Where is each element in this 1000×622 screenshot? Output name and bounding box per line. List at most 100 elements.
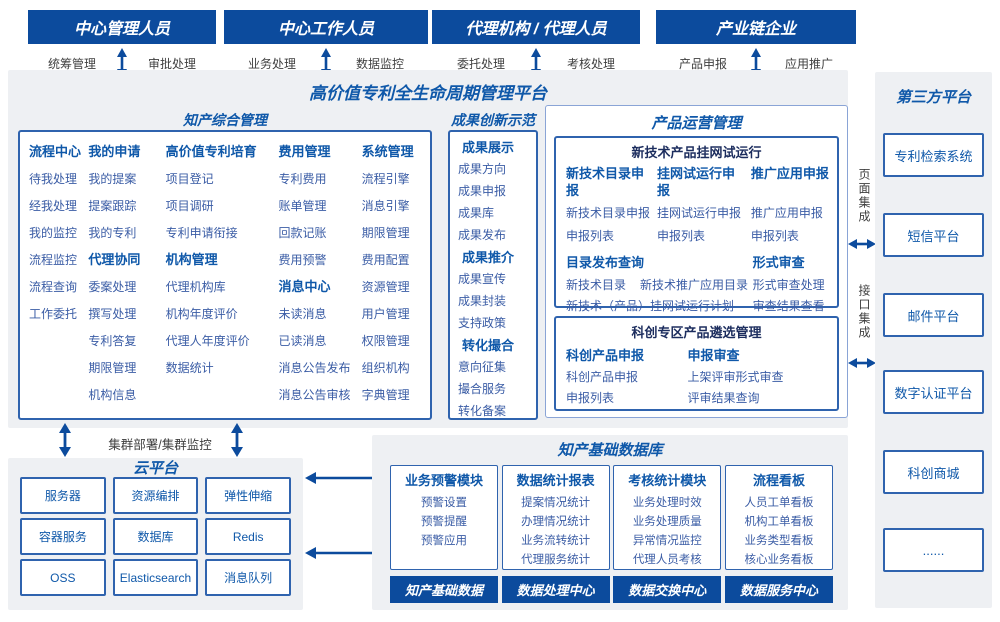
section-title-db: 知产基础数据库 xyxy=(557,442,663,459)
subbox-online-trial: 新技术产品挂网试运行 新技术目录申报新技术目录申报申报列表挂网试运行申报挂网试运… xyxy=(554,136,839,313)
product-group: 新技术目录申报新技术目录申报申报列表 xyxy=(566,165,657,245)
module-column: 高价值专利培育项目登记项目调研专利申请衔接机构管理代理机构库机构年度评价代理人年… xyxy=(166,143,279,418)
module-item: 消息公告审核 xyxy=(278,388,351,402)
horizontal-double-arrow-icon xyxy=(848,358,876,368)
module-column: 系统管理流程引擎消息引擎期限管理费用配置资源管理用户管理权限管理组织机构字典管理 xyxy=(362,143,421,418)
db-column-item: 核心业务看板 xyxy=(744,554,814,566)
cluster-label: 集群部署/集群监控 xyxy=(108,438,212,452)
module-item: 数据统计 xyxy=(165,361,214,375)
third-party-box: 短信平台 xyxy=(883,213,984,257)
vertical-double-arrow-icon xyxy=(231,423,243,457)
third-party-box: 邮件平台 xyxy=(883,293,984,337)
product-group: 申报审查上架评审形式审查评审结果查询 xyxy=(688,347,837,407)
module-item: 成果宣传 xyxy=(458,272,507,286)
db-panel: 知产基础数据库 业务预警模块预警设置预警提醒预警应用数据统计报表提案情况统计办理… xyxy=(372,435,848,610)
actor-role-label: 统筹管理 xyxy=(47,56,96,71)
db-column-header: 流程看板 xyxy=(752,473,805,488)
product-group: 推广应用申报推广应用申报申报列表 xyxy=(751,165,837,245)
integration-page-label: 页面集成 xyxy=(857,168,871,224)
group-item: 科创产品申报 xyxy=(566,370,639,384)
module-item: 工作委托 xyxy=(29,307,78,321)
module-item: 我的监控 xyxy=(29,226,78,240)
module-header: 费用管理 xyxy=(278,144,331,159)
module-item: 撮合服务 xyxy=(458,382,507,396)
product-group: 挂网试运行申报挂网试运行申报申报列表 xyxy=(657,165,751,245)
module-item: 期限管理 xyxy=(361,226,410,240)
module-header: 系统管理 xyxy=(361,144,414,159)
db-column-item: 机构工单看板 xyxy=(744,516,814,528)
platform-title: 高价值专利全生命周期管理平台 xyxy=(309,84,547,103)
module-header: 成果推介 xyxy=(462,250,515,265)
product-group: 科创产品申报科创产品申报申报列表 xyxy=(566,347,688,407)
cloud-box: OSS xyxy=(20,559,106,596)
actor-role-label: 产品申报 xyxy=(678,56,727,71)
achievement-box: 成果展示成果方向成果申报成果库成果发布成果推介成果宣传成果封装支持政策转化撮合意… xyxy=(448,130,538,420)
cloud-box: 弹性伸缩 xyxy=(205,477,291,514)
module-item: 我的提案 xyxy=(88,172,137,186)
module-item: 用户管理 xyxy=(361,307,410,321)
module-item: 已读消息 xyxy=(278,334,327,348)
module-item: 资源管理 xyxy=(361,280,410,294)
module-header: 成果展示 xyxy=(462,140,515,155)
module-item: 账单管理 xyxy=(278,199,327,213)
db-column-item: 提案情况统计 xyxy=(521,497,591,509)
db-column: 考核统计模块业务处理时效业务处理质量异常情况监控代理人员考核 xyxy=(613,465,722,570)
module-header: 流程中心 xyxy=(29,144,82,159)
module-header: 消息中心 xyxy=(278,279,331,294)
db-column-item: 业务处理时效 xyxy=(632,497,702,509)
module-item: 成果库 xyxy=(458,206,495,220)
actor-role-label: 委托处理 xyxy=(456,56,505,71)
group-header: 挂网试运行申报 xyxy=(656,166,735,198)
module-column: 费用管理专利费用账单管理回款记账费用预警消息中心未读消息已读消息消息公告发布消息… xyxy=(278,143,361,418)
integration-api-label: 接口集成 xyxy=(857,284,871,340)
module-item: 成果封装 xyxy=(458,294,507,308)
group-catalog-query: 目录发布查询 新技术目录 新技术推广应用目录 新技术（产品）挂网试运行计划 xyxy=(566,254,753,315)
db-column-item: 预警提醒 xyxy=(421,516,467,528)
module-item: 机构信息 xyxy=(88,388,137,402)
group-item: 申报列表 xyxy=(566,391,615,405)
subbox-title: 科创专区产品遴选管理 xyxy=(631,325,762,340)
group-item: 推广应用申报 xyxy=(750,206,823,220)
group-item: 形式审查处理 xyxy=(752,278,825,292)
db-column-item: 业务类型看板 xyxy=(744,535,814,547)
group-item: 评审结果查询 xyxy=(687,391,760,405)
db-column-item: 异常情况监控 xyxy=(632,535,702,547)
group-formal-review: 形式审查 形式审查处理 审查结果查看 xyxy=(753,254,837,315)
db-column-header: 考核统计模块 xyxy=(628,473,707,488)
module-header: 机构管理 xyxy=(165,252,218,267)
db-column: 业务预警模块预警设置预警提醒预警应用 xyxy=(390,465,498,570)
group-header: 推广应用申报 xyxy=(750,166,829,181)
ip-mgmt-box: 流程中心待我处理经我处理我的监控流程监控流程查询工作委托我的申请我的提案提案跟踪… xyxy=(18,130,432,420)
cloud-box: 容器服务 xyxy=(20,518,106,555)
group-header: 科创产品申报 xyxy=(566,348,645,363)
vertical-double-arrow-icon xyxy=(59,423,71,457)
db-column-header: 数据统计报表 xyxy=(516,473,595,488)
cloud-box: Redis xyxy=(205,518,291,555)
db-column-item: 代理服务统计 xyxy=(521,554,591,566)
db-column: 数据统计报表提案情况统计办理情况统计业务流转统计代理服务统计 xyxy=(501,465,610,570)
group-item: 申报列表 xyxy=(750,229,799,243)
cloud-box: 资源编排 xyxy=(112,477,199,514)
actor-role-label: 审批处理 xyxy=(147,56,196,71)
module-item: 费用配置 xyxy=(361,253,410,267)
db-column: 流程看板人员工单看板机构工单看板业务类型看板核心业务看板 xyxy=(724,465,833,570)
module-header: 代理协同 xyxy=(88,252,141,267)
actor-role-label: 数据监控 xyxy=(355,56,404,71)
actor-group-agencies: 代理机构 / 代理人员 委托处理 考核处理 xyxy=(432,10,640,78)
actor-header: 中心管理人员 xyxy=(28,10,216,44)
module-item: 组织机构 xyxy=(361,361,410,375)
third-party-box: 科创商城 xyxy=(883,450,984,494)
db-column-item: 预警设置 xyxy=(421,497,467,509)
cloud-box: 消息队列 xyxy=(205,559,291,596)
db-column-item: 预警应用 xyxy=(421,535,467,547)
group-item: 申报列表 xyxy=(656,229,705,243)
module-item: 流程查询 xyxy=(29,280,78,294)
module-item: 成果方向 xyxy=(458,162,507,176)
module-item: 机构年度评价 xyxy=(165,307,238,321)
module-item: 专利答复 xyxy=(88,334,137,348)
module-item: 委案处理 xyxy=(88,280,137,294)
module-item: 消息引擎 xyxy=(361,199,410,213)
section-title-third-party: 第三方平台 xyxy=(895,89,971,106)
